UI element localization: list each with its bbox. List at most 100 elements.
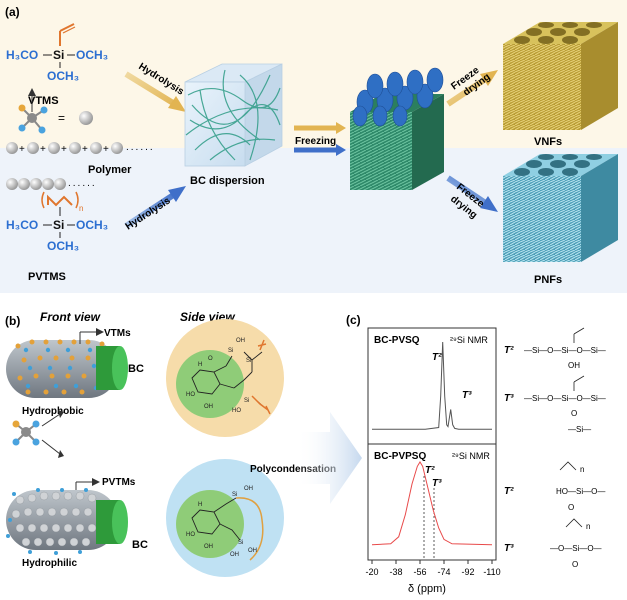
svg-text:Si: Si <box>232 492 237 498</box>
bc-label-top: BC <box>128 363 144 375</box>
t2-structure-bottom: n HO—Si—O— O <box>556 461 605 512</box>
svg-text:......: ...... <box>68 178 97 189</box>
svg-text:Si: Si <box>228 348 233 354</box>
bc-dispersion-cube <box>184 63 283 167</box>
pvtms-si: Si <box>53 218 64 232</box>
svg-text:+: + <box>61 144 67 155</box>
vtms-bottom-group: OCH₃ <box>47 69 79 83</box>
svg-text:+: + <box>103 144 109 155</box>
svg-text:Si: Si <box>246 358 251 364</box>
top-peak-t3-label: T³ <box>462 390 472 401</box>
struct-label-2: T³ <box>504 393 514 404</box>
hydrolysis-arrow-bottom <box>124 186 186 229</box>
bc-dispersion-label: BC dispersion <box>190 175 265 187</box>
svg-text:HO: HO <box>232 408 241 414</box>
pvtms-n: n <box>79 204 83 213</box>
monomer-ball-icon <box>79 111 93 125</box>
bottom-sample-label: BC-PVPSQ <box>374 451 426 462</box>
freeze-drying-arrow-top <box>446 70 498 107</box>
pnfs-label: PNFs <box>534 274 562 286</box>
freeze-drying-arrow-bottom <box>446 175 498 212</box>
svg-text:H: H <box>198 362 202 368</box>
svg-text:OH: OH <box>244 486 253 492</box>
hydrophilic-rod <box>6 488 128 555</box>
svg-text:—Si—: —Si— <box>568 425 591 434</box>
svg-text:—O—Si—O—: —O—Si—O— <box>550 544 602 553</box>
bc-label-bottom: BC <box>132 539 148 551</box>
molecule-icon-b <box>12 420 40 446</box>
nmr-label-top: ²⁹Si NMR <box>450 335 488 345</box>
struct-label-3: T² <box>504 486 514 497</box>
monomer-chain: + + + + + ...... <box>6 142 153 155</box>
vnfs-cube <box>503 22 618 130</box>
svg-text:n: n <box>580 465 584 474</box>
hydrophilic-label: Hydrophilic <box>22 558 77 569</box>
svg-text:OH: OH <box>204 544 213 550</box>
svg-text:OH: OH <box>230 552 239 558</box>
nmr-label-bottom: ²⁹Si NMR <box>452 451 490 461</box>
svg-text:HO—Si—O—: HO—Si—O— <box>556 487 605 496</box>
hydrophobic-rod <box>6 339 128 398</box>
x-tick-label: -38 <box>389 567 402 577</box>
svg-text:OH: OH <box>568 361 580 370</box>
vtms-si: Si <box>53 48 64 62</box>
panel-a: (a) H₃CO Si OCH₃ OCH₃ VTMS <box>0 0 627 293</box>
svg-text:OH: OH <box>204 404 213 410</box>
vtms-name: VTMS <box>28 95 59 107</box>
frozen-block <box>350 67 444 190</box>
svg-text:H: H <box>198 502 202 508</box>
polycondensation-arrow <box>296 412 362 504</box>
x-axis-label: δ (ppm) <box>408 583 446 595</box>
pvtms-formula: n H₃CO Si OCH₃ OCH₃ <box>6 191 108 253</box>
panel-b-label: (b) <box>5 314 20 328</box>
bottom-peak-t2-label: T² <box>425 465 435 476</box>
svg-text:+: + <box>19 144 25 155</box>
vnfs-label: VNFs <box>534 136 562 148</box>
pvtms-name: PVTMS <box>28 271 66 283</box>
bottom-peak-t3-label: T³ <box>432 478 442 489</box>
x-tick-label: -110 <box>483 567 500 577</box>
svg-text:HO: HO <box>186 532 195 538</box>
svg-text:HO: HO <box>186 392 195 398</box>
svg-text:n: n <box>586 522 590 531</box>
pvtms-label-b: PVTMs <box>102 477 136 488</box>
t2-structure-top: —Si—O—Si—O—Si— OH <box>524 327 606 370</box>
top-sample-label: BC-PVSQ <box>374 335 420 346</box>
pvtms-left-group: H₃CO <box>6 218 38 232</box>
x-tick-label: -56 <box>413 567 426 577</box>
polycondensation-label: Polycondensation <box>250 464 336 475</box>
nmr-trace-bottom <box>371 461 493 546</box>
freezing-label: Freezing <box>295 136 336 147</box>
polymer-label: Polymer <box>88 164 132 176</box>
nmr-trace-top <box>372 341 492 430</box>
x-axis: -20 -38 -56 -74 -92 -110 δ (ppm) <box>365 560 501 595</box>
svg-text:Si: Si <box>238 540 243 546</box>
hydrolysis-arrow-top <box>124 71 186 112</box>
svg-text:O: O <box>568 503 574 512</box>
svg-text:O: O <box>571 409 577 418</box>
vtms-right-group: OCH₃ <box>76 48 108 62</box>
vtms-left-group: H₃CO <box>6 48 38 62</box>
svg-text:—Si—O—Si—O—Si—: —Si—O—Si—O—Si— <box>524 346 606 355</box>
svg-text:+: + <box>40 144 46 155</box>
vtms-formula: H₃CO Si OCH₃ OCH₃ <box>6 23 108 83</box>
panel-c: (c) BC-PVSQ ²⁹Si NMR T² T³ BC-PVPSQ ²⁹Si… <box>346 313 606 595</box>
t3-structure-top: —Si—O—Si—O—Si— O —Si— <box>524 375 606 434</box>
struct-label-4: T³ <box>504 543 514 554</box>
svg-text:—Si—O—Si—O—Si—: —Si—O—Si—O—Si— <box>524 394 606 403</box>
panel-b: (b) Front view Side view BC Hydrophobic <box>5 310 362 577</box>
vtms-label-b: VTMs <box>104 328 131 339</box>
x-tick-label: -92 <box>461 567 474 577</box>
t3-structure-bottom: n —O—Si—O— O <box>550 518 602 569</box>
equals-sign: = <box>58 111 65 125</box>
pvtms-bottom-group: OCH₃ <box>47 239 79 253</box>
x-tick-label: -20 <box>365 567 378 577</box>
pvtms-right-group: OCH₃ <box>76 218 108 232</box>
svg-text:Si: Si <box>244 398 249 404</box>
panel-a-label: (a) <box>5 5 20 19</box>
freezing-arrow-bottom <box>294 144 346 156</box>
x-tick-label: -74 <box>437 567 450 577</box>
